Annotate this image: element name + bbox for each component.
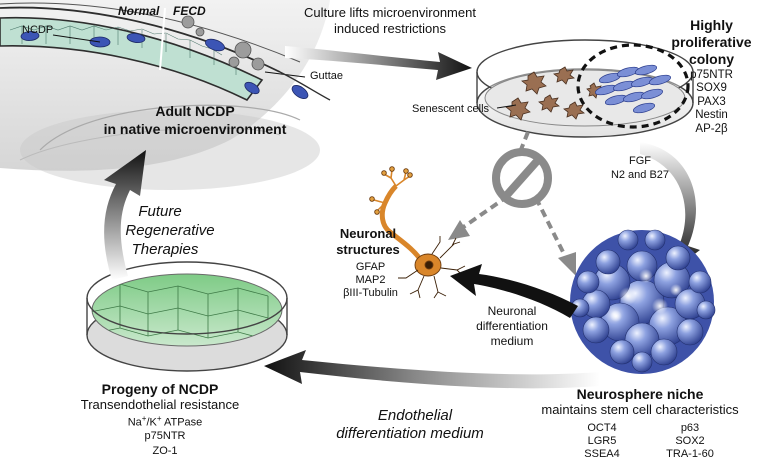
atpase-suffix: ATPase [161,416,203,429]
neuronal-marker: MAP2 [355,273,386,286]
atpase-sup-2: + [156,414,162,423]
culture-arrow-label-2: induced restrictions [334,21,446,36]
neurosphere-subtitle: maintains stem cell characteristics [541,402,739,417]
neurosphere-cell [582,316,610,344]
eye-cross-section [0,0,331,190]
neurosphere-highlight [610,310,622,322]
neurosphere-cell [631,351,653,373]
colony-marker: p75NTR [690,69,733,81]
gf-line-1: FGF [629,155,651,167]
atpase-mid: /K [146,416,157,429]
neurosphere-highlight [670,284,682,296]
fecd-label: FECD [173,4,206,18]
progeny-marker-atpase: Na+/K+ ATPase [90,414,240,429]
neurosphere-cell [617,229,639,251]
neurosphere-cell [676,318,704,346]
neuron [369,166,466,299]
neurosphere-title: Neurosphere niche [576,386,704,402]
neuronal-title-2: structures [336,242,400,257]
neurosphere [570,229,716,374]
endothelial-line-1: Endothelial [377,407,453,424]
neurosphere-highlight [652,298,668,314]
colony-title-1: Highly [690,17,733,33]
therapies-arrow [104,150,146,280]
ncdp-label: NCDP [22,24,54,36]
neurosphere-markers-left: OCT4 LGR5 SSEA4 [572,422,632,461]
neurosphere-highlight [619,287,637,305]
neuronal-medium-1: Neuronal [487,304,537,318]
neurosphere-cell [595,249,621,275]
neurosphere-marker: p63 [680,422,700,434]
fgf-arrow [640,142,700,268]
colony-cells [594,64,672,114]
neuronal-medium-2: differentiation [476,319,548,333]
neuronal-title-1: Neuronal [339,226,397,241]
dashed-arrow-to-sphere [534,197,568,259]
neurosphere-marker: OCT4 [587,422,617,434]
atpase-sup-1: + [141,414,147,423]
colony-marker: Nestin [695,109,728,122]
atpase-prefix: Na [127,416,142,429]
progeny-marker-zo1: ZO-1 [152,445,178,457]
neurosphere-cell [688,270,712,294]
endothelial-line-2: differentiation medium [336,425,484,442]
neuronal-marker-list: GFAP MAP2 βIII-Tubulin [328,261,413,300]
neurosphere-cell [696,300,716,320]
senescent-cells [505,66,603,121]
gf-line-2: N2 and B27 [610,169,670,181]
therapies-line-1: Future [138,203,182,220]
neurosphere-marker: LGR5 [587,434,617,447]
eye-title-line2: in native microenvironment [103,121,287,137]
endothelial-arrow [264,350,600,389]
neuronal-medium-3: medium [490,334,534,348]
normal-label: Normal [118,4,160,18]
colony-marker: PAX3 [697,95,726,108]
neurosphere-cell [644,229,666,251]
eye-title-line1: Adult NCDP [155,103,235,119]
neuronal-marker: GFAP [355,261,386,273]
culture-dish [476,39,694,138]
colony-marker: AP-2β [695,122,728,135]
colony-title-3: colony [688,51,735,67]
progeny-marker-p75ntr: p75NTR [144,430,186,442]
neuronal-marker: βIII-Tubulin [343,286,398,299]
prohibition-sign [492,131,552,208]
therapies-line-2: Regenerative [125,222,215,239]
culture-arrow-label-1: Culture lifts microenvironment [304,5,476,20]
colony-marker: SOX9 [696,82,727,95]
neurosphere-cell [609,339,635,365]
progeny-title: Progeny of NCDP [101,381,219,397]
neurosphere-cell [576,270,600,294]
progeny-subtitle: Transendothelial resistance [80,397,240,412]
guttae-label: Guttae [310,70,344,82]
neurosphere-markers-right: p63 SOX2 TRA-1-60 [655,422,725,461]
therapies-line-3: Therapies [131,241,199,258]
colony-title-2: proliferative [671,34,752,50]
neurosphere-cell [650,338,678,366]
neurosphere-marker: SSEA4 [584,447,620,460]
dashed-arrow-to-neuron [460,194,510,230]
neurosphere-highlight [639,269,653,283]
colony-marker-list: p75NTR SOX9 PAX3 Nestin AP-2β [674,69,749,136]
neurosphere-marker: TRA-1-60 [666,447,714,460]
senescent-label: Senescent cells [412,103,490,115]
neurosphere-marker: SOX2 [675,434,705,447]
neurosphere-cell [665,245,691,271]
culture-arrow [285,46,472,80]
progeny-dish [86,261,288,372]
neuronal-medium-arrow [450,264,578,318]
